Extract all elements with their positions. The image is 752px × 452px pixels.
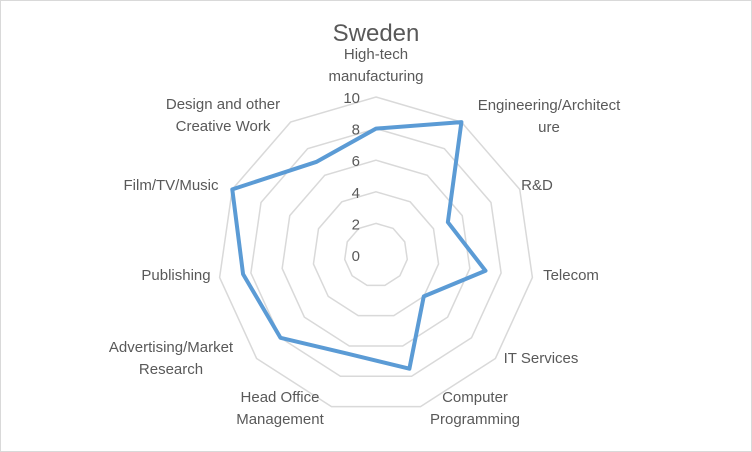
category-label: High-tech manufacturing: [328, 46, 424, 85]
series-line: [230, 120, 488, 371]
tick-label: 4: [352, 185, 360, 202]
grid-ring: [343, 222, 409, 287]
grid-ring: [312, 191, 440, 317]
category-label: Head Office Management: [236, 389, 324, 428]
tick-label: 10: [343, 90, 360, 107]
tick-label: 0: [352, 248, 360, 265]
category-label: Advertising/Market Research: [108, 339, 234, 378]
category-label: Engineering/Architect ure: [477, 97, 621, 136]
category-label: Telecom: [543, 267, 599, 284]
tick-label: 2: [352, 216, 360, 233]
category-label: R&D: [521, 177, 553, 194]
category-label: IT Services: [503, 350, 579, 367]
tick-label: 8: [352, 122, 360, 139]
grid-ring: [218, 96, 534, 408]
grid-ring: [281, 159, 471, 347]
grid-ring: [250, 127, 502, 378]
category-label: Computer Programming: [429, 389, 521, 428]
tick-label: 6: [352, 153, 360, 170]
category-label: Publishing: [141, 267, 211, 284]
chart-title: Sweden: [332, 20, 420, 47]
category-label: Film/TV/Music: [123, 177, 219, 194]
category-label: Design and other Creative Work: [165, 96, 281, 135]
